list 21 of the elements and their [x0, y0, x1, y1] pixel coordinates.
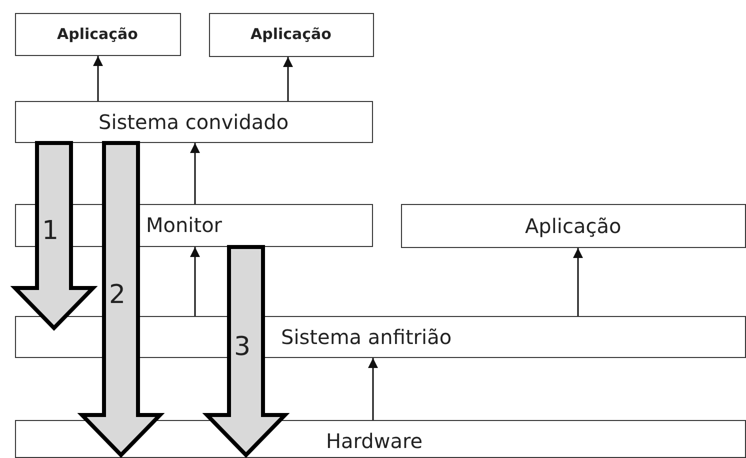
process-box [209, 13, 374, 57]
block-arrow [10, 141, 98, 331]
block-arrow [77, 141, 165, 458]
box-label: Aplicação [57, 26, 138, 42]
arrow [283, 57, 293, 101]
box-label: Hardware [326, 430, 423, 450]
arrow [573, 248, 583, 316]
box-label: Monitor [146, 215, 222, 235]
process-box [15, 420, 746, 458]
box-label: Sistema anfitrião [281, 326, 452, 346]
arrow [93, 56, 103, 101]
process-box [401, 204, 746, 248]
process-box [15, 13, 181, 56]
arrow [368, 358, 378, 420]
arrow [190, 143, 200, 204]
arrow [190, 247, 200, 316]
box-label: Sistema convidado [98, 112, 289, 132]
process-box [15, 101, 373, 143]
block-arrow [202, 245, 290, 458]
box-label: Aplicação [250, 27, 332, 42]
box-label: Aplicação [525, 216, 622, 236]
